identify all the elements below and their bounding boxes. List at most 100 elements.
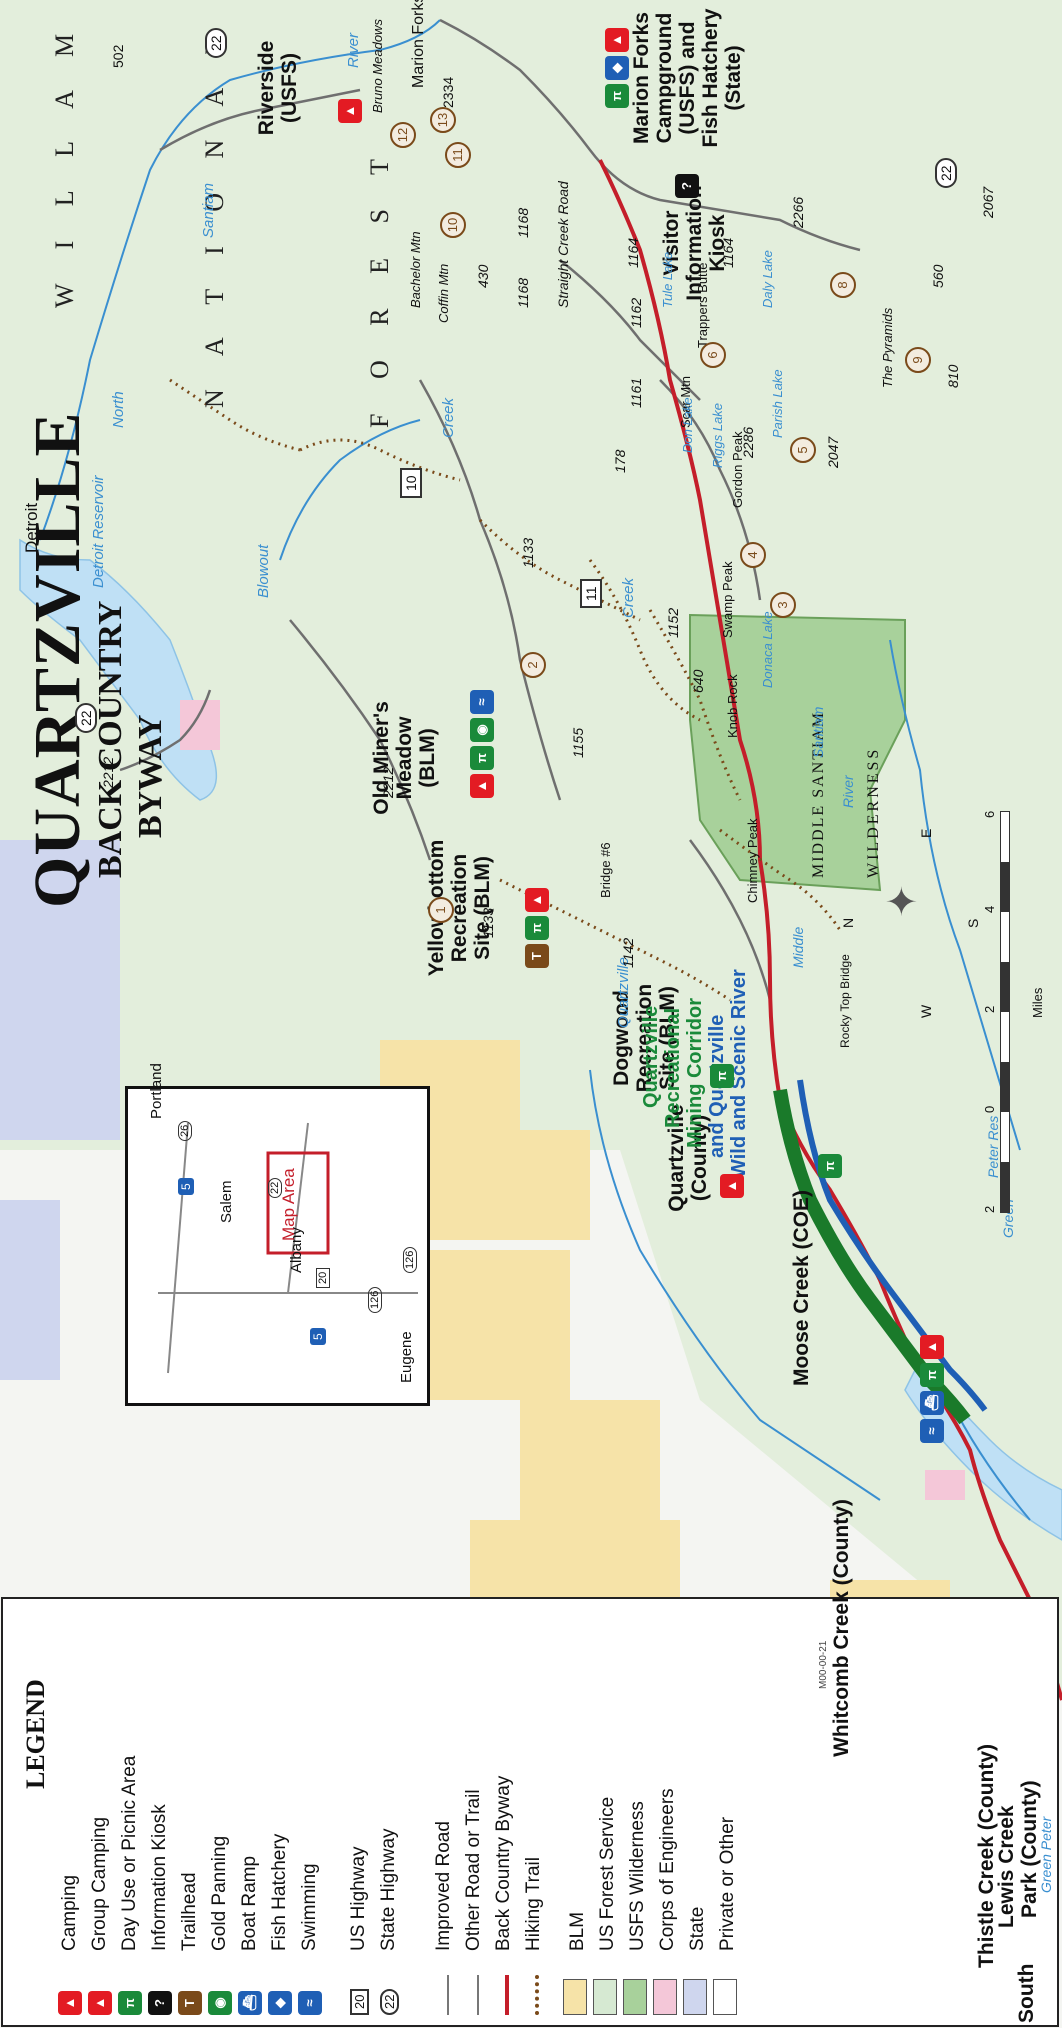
- state-highway-22-shield-a: 22: [75, 703, 97, 733]
- tent-icon: ▲: [338, 99, 362, 123]
- swimmer-icon: ≈: [298, 1951, 322, 2015]
- us-highway-shield-icon: 20: [348, 1951, 370, 2015]
- tent-icon: ▲: [525, 888, 549, 912]
- road-1161: 1161: [628, 377, 644, 408]
- road-2286: 2286: [740, 426, 756, 458]
- detroit-reservoir-label: Detroit Reservoir: [90, 475, 107, 588]
- legend-item: USFS Wilderness: [623, 1801, 653, 2015]
- legend-item-label: USFS Wilderness: [627, 1801, 649, 1951]
- legend-item-label: Corps of Engineers: [657, 1788, 679, 1951]
- inset-eugene: Eugene: [398, 1331, 415, 1383]
- road-1162: 1162: [628, 297, 644, 328]
- trail-number-badge: 4: [740, 542, 766, 568]
- trail-number-badge: 13: [430, 107, 456, 133]
- state-highway-22-shield-c: 22: [935, 158, 957, 188]
- road-2067: 2067: [980, 186, 996, 218]
- trailhead-icon: T: [178, 1951, 202, 2015]
- marion-forks-town-label: Marion Forks: [410, 0, 427, 88]
- trappers-butte-label: Trappers Butte: [695, 262, 710, 348]
- dogwood-icons: π: [710, 1060, 734, 1088]
- improved-road-line-icon: [433, 1951, 455, 2015]
- legend-item: TTrailhead: [178, 1872, 202, 2015]
- scale-tick-label: 4: [982, 905, 997, 913]
- legend-item-label: Fish Hatchery: [269, 1833, 291, 1951]
- inset-hwy-5b: 5: [310, 1328, 326, 1345]
- fish-icon: ◆: [268, 1951, 292, 2015]
- detroit-reservoir: [19, 538, 217, 801]
- swatch-icon: [593, 1951, 623, 2015]
- inset-salem: Salem: [218, 1180, 235, 1223]
- gold-pan-icon: ◉: [208, 1951, 232, 2015]
- swimmer-icon: ≈: [470, 690, 494, 714]
- inset-hwy-126b: 126: [368, 1286, 382, 1313]
- road-1155: 1155: [570, 727, 586, 758]
- picnic-table-icon: π: [710, 1064, 734, 1088]
- legend-item: ◆Fish Hatchery: [268, 1834, 292, 2015]
- tent-icon: ▲: [920, 1335, 944, 1359]
- swamp-peak-label: Swamp Peak: [720, 561, 735, 638]
- inset-hwy-26: 26: [178, 1120, 192, 1141]
- forest-road-11-shield: 11: [580, 579, 602, 608]
- legend-item: πDay Use or Picnic Area: [118, 1756, 142, 2015]
- inset-map-area-box: [266, 1151, 330, 1255]
- compass-n: N: [840, 917, 856, 928]
- santiam-label-2: Santiam: [810, 706, 826, 758]
- legend-item-label: Trailhead: [179, 1872, 201, 1951]
- legend-item-label: US Highway: [348, 1846, 370, 1951]
- road-2212a: 2212: [380, 766, 396, 798]
- legend-item-label: Hiking Trail: [523, 1857, 545, 1951]
- road-2266: 2266: [790, 196, 806, 228]
- legend-item-label: Boat Ramp: [239, 1855, 261, 1951]
- bachelor-mtn-label: Bachelor Mtn: [408, 231, 423, 308]
- river-label: River: [345, 32, 362, 68]
- legend-code: M00-00-21: [818, 1640, 829, 1689]
- trail-number-badge: 11: [445, 142, 471, 168]
- blowout-label: Blowout: [255, 544, 272, 598]
- legend-item: ▲Group Camping: [88, 1817, 112, 2015]
- legend-heading: LEGEND: [21, 1679, 50, 1789]
- legend-item: ≈Swimming: [298, 1863, 322, 2015]
- trail-number-badge: 3: [770, 592, 796, 618]
- rivers: [39, 19, 1031, 1521]
- scale-bar: [1000, 811, 1010, 1213]
- group-tent-icon: ▲: [470, 774, 494, 798]
- whitcomb-icons: ≈⛴π▲: [920, 1331, 944, 1443]
- trail-number-badge: 8: [830, 272, 856, 298]
- knob-rock-label: Knob Rock: [725, 674, 740, 738]
- north-label: North: [110, 391, 127, 428]
- roads: [119, 18, 861, 1001]
- peter-res-label: Peter Res: [985, 1115, 1001, 1178]
- swatch-icon: [563, 1951, 593, 2015]
- road-430: 430: [475, 264, 491, 288]
- group-tent-icon: ▲: [88, 1951, 112, 2015]
- scale-tick-label: 2: [982, 1005, 997, 1013]
- moose-creek-label: Moose Creek (COE): [790, 1189, 813, 1387]
- inset-hwy-22: 22: [268, 1177, 282, 1198]
- road-502: 502: [110, 44, 126, 68]
- state-highway-22-shield-b: 22: [205, 28, 227, 58]
- legend-item-label: Information Kiosk: [149, 1804, 171, 1951]
- legend-item-label: State: [687, 1906, 709, 1951]
- corridor-line-1: Quartzville: [640, 1005, 662, 1108]
- scale-tick-label: 0: [982, 1105, 997, 1113]
- hiking-trail-line-icon: [523, 1951, 545, 2015]
- swatch-icon: [713, 1951, 743, 2015]
- legend-item: ◉Gold Panning: [208, 1836, 232, 2015]
- map-title: QUARTZVILLE: [21, 411, 94, 908]
- coe-land-area: [925, 1470, 965, 1500]
- picnic-table-icon: π: [605, 84, 629, 108]
- legend-item: Back Country Byway: [493, 1776, 515, 2015]
- road-640: 640: [690, 669, 706, 693]
- legend-item: ?Information Kiosk: [148, 1804, 172, 2015]
- river-label-2: River: [840, 775, 856, 808]
- picnic-table-icon: π: [920, 1363, 944, 1387]
- picnic-table-icon: π: [525, 916, 549, 940]
- legend-item-label: Camping: [59, 1874, 81, 1951]
- info-icon: ?: [675, 174, 699, 198]
- tule-lake-label: Tule Lake: [660, 251, 675, 308]
- legend-item: US Forest Service: [593, 1797, 623, 2015]
- wilderness-label: WILDERNESS: [865, 746, 882, 878]
- old-miners-icons: ▲π◉≈: [470, 686, 494, 798]
